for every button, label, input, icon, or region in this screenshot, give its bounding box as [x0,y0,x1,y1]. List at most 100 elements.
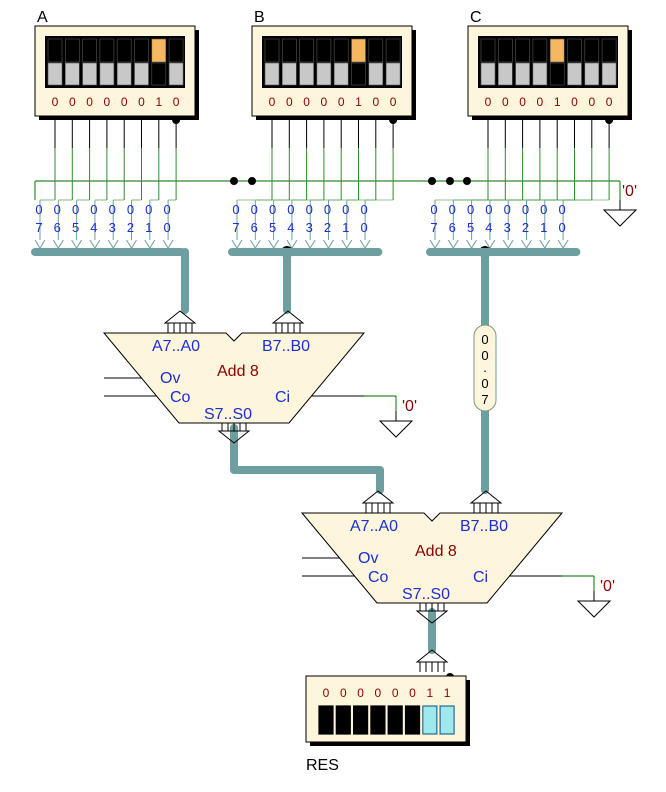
bus-entry [71,239,83,249]
result-bit-value: 1 [444,686,451,700]
bus-bit-label-top: 0 [251,202,258,217]
adder-carry-in-label: Ci [473,569,488,586]
switch-bit-value: 0 [104,95,111,109]
adder-overflow-label: Ov [358,550,378,567]
switch-lever-bit-5[interactable] [299,38,314,86]
switch-lever-bit-0[interactable] [601,38,617,86]
adder-input-a-fan [163,310,197,333]
switch-lever-bit-5[interactable] [82,38,97,86]
switch-name-A: A [37,9,48,26]
switch-lever-bit-7[interactable] [264,38,280,86]
switch-bit-value: 0 [138,95,145,109]
bus-entry [557,239,569,249]
switch-lever-bit-2[interactable] [351,38,366,86]
bus-bit-label-top: 0 [127,202,134,217]
lever-bottom [151,62,167,86]
bus-bit-label-bottom: 3 [504,220,511,235]
lever-top [299,38,314,63]
lever-bottom [99,62,115,86]
rail-junction [463,177,471,185]
wire-layer [34,116,621,681]
switch-lever-bit-1[interactable] [584,38,600,86]
adder-2 [300,512,564,624]
switch-lever-bit-4[interactable] [532,38,548,86]
bus-bit-label-top: 0 [232,202,239,217]
ground-triangle [378,420,414,438]
switch-lever-bit-3[interactable] [549,38,565,86]
lever-top [333,38,349,63]
constant-zero-label-adder-2: '0' [600,578,615,595]
result-bit-value: 0 [323,686,330,700]
bus-entry [447,239,459,249]
switch-lever-bit-5[interactable] [515,38,530,86]
lever-bottom [601,62,617,86]
ground-triangle [576,600,612,618]
ground-adder-2 [576,591,612,618]
switch-lever-bit-6[interactable] [281,38,297,86]
bus-bit-label-top: 0 [145,202,152,217]
switch-lever-bit-0[interactable] [385,38,401,86]
bus-bit-label-top: 0 [430,202,437,217]
bus-entry [341,239,353,249]
lever-bottom [134,62,149,86]
bus-bit-label-bottom: 7 [35,220,42,235]
switch-lever-bit-3[interactable] [333,38,349,86]
switch-lever-bit-2[interactable] [567,38,582,86]
adder-body [300,512,564,604]
switch-lever-bit-6[interactable] [65,38,80,86]
adder-title: Add 8 [217,363,259,380]
switch-lever-bit-3[interactable] [116,38,132,86]
adder-1 [102,332,366,444]
switch-lever-bit-1[interactable] [151,38,167,86]
dip-switch-C [467,25,632,120]
bus-bit-label-top: 0 [342,202,349,217]
adder-input-b-label: B7..B0 [460,518,508,535]
bus-bit-label-bottom: 2 [127,220,134,235]
bus-entry [34,239,46,249]
lever-top [567,38,582,63]
bus-bit-label-bottom: 1 [540,220,547,235]
lever-bottom [47,62,63,86]
switch-lever-bit-0[interactable] [168,38,184,86]
lever-top [134,38,149,63]
bus-tag-text: 0 [481,376,488,391]
dip-switch-B [251,25,416,120]
lever-top [351,38,366,63]
adder-input-b-fan [271,310,305,333]
bus-bit-label-top: 0 [449,202,456,217]
constant-zero-label-rail: '0' [622,183,637,200]
bus-entry [502,239,514,249]
switch-bit-value: 0 [121,95,128,109]
result-bit-value: 0 [409,686,416,700]
ground-adder-1 [378,411,414,438]
switch-lever-bit-1[interactable] [368,38,384,86]
result-led-bit-2 [404,705,421,735]
switch-lever-bit-7[interactable] [480,38,496,86]
bus-entry [359,239,371,249]
bus-entry [89,239,101,249]
result-led-bit-0 [439,705,455,735]
switch-lever-bit-4[interactable] [316,38,332,86]
fan-outline [217,430,251,444]
bus-bit-label-top: 0 [540,202,547,217]
switch-bit-value: 0 [269,95,276,109]
switch-lever-bit-2[interactable] [134,38,149,86]
component-layer [34,25,638,746]
bus-bit-label-top: 0 [163,202,170,217]
bus-entry [466,239,478,249]
switch-lever-bit-7[interactable] [47,38,63,86]
dip-switch-A [34,25,199,120]
lever-bottom [480,62,496,86]
lever-top [497,38,513,63]
bus-bit-label-top: 0 [360,202,367,217]
result-bit-value: 0 [357,686,364,700]
switch-lever-bit-6[interactable] [497,38,513,86]
switch-lever-bit-4[interactable] [99,38,115,86]
adder-input-a-label: A7..A0 [152,338,200,355]
result-led-bit-4 [370,705,386,735]
bus-bit-label-top: 0 [72,202,79,217]
switch-bit-value: 0 [390,95,397,109]
bus-entry [323,239,334,249]
bus-bit-label-top: 0 [504,202,511,217]
